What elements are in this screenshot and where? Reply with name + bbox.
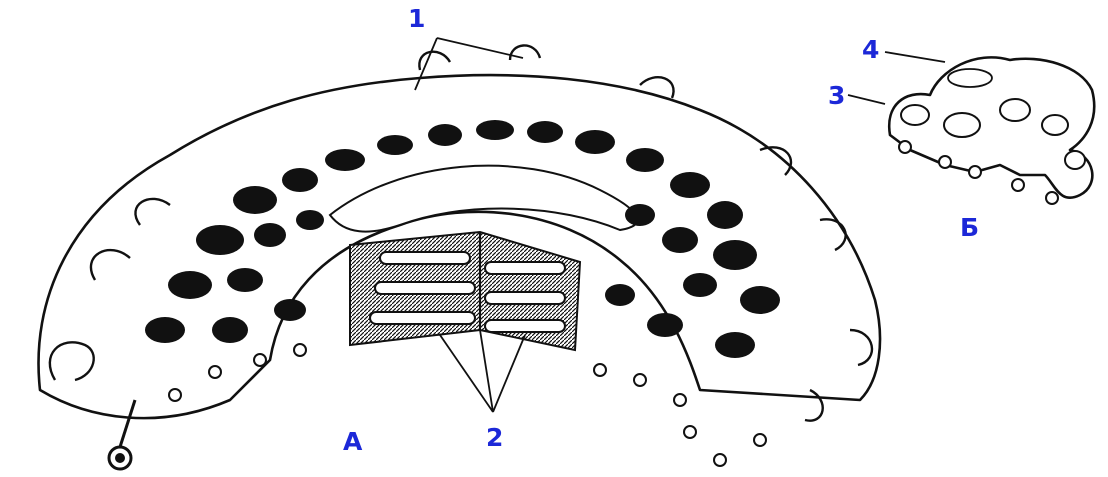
arch-network-a <box>39 45 880 469</box>
label-3: 3 <box>828 81 845 110</box>
panel-label-a: А <box>343 427 363 456</box>
leader-1a <box>437 38 523 58</box>
leader-2b <box>480 330 493 412</box>
leader-3 <box>848 95 885 104</box>
leader-2c <box>493 335 525 412</box>
label-2: 2 <box>486 423 503 452</box>
label-1: 1 <box>408 4 425 33</box>
label-4: 4 <box>862 35 879 64</box>
panel-label-b: Б <box>960 213 979 242</box>
leader-4 <box>885 52 945 62</box>
network-fragment-b <box>889 57 1094 204</box>
sectioned-tubules <box>350 232 580 350</box>
leader-2a <box>440 335 493 412</box>
